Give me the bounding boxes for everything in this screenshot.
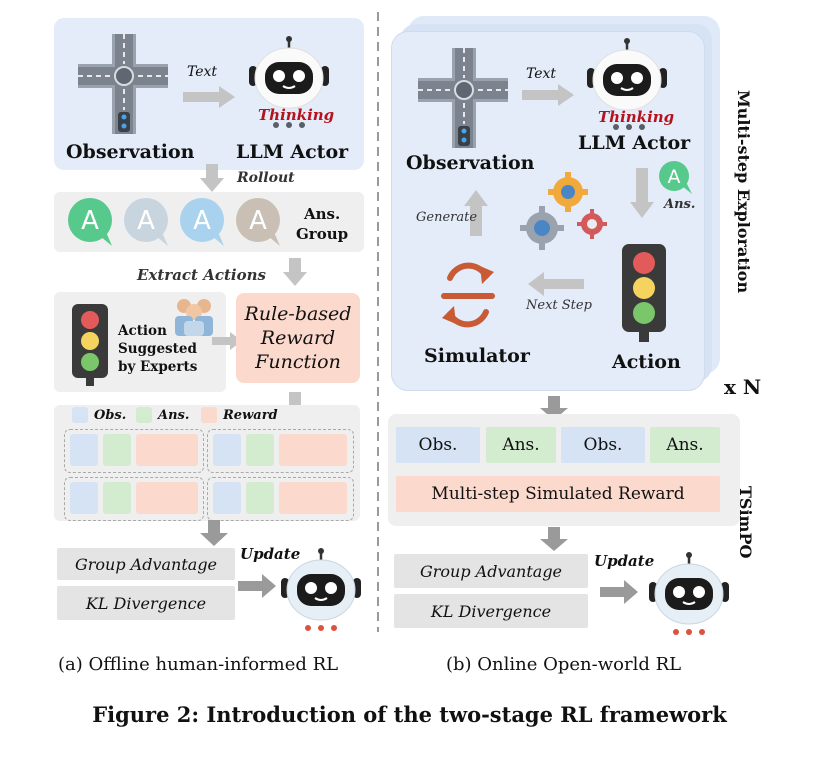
svg-text:A: A bbox=[81, 206, 99, 236]
right-traffic-light-icon bbox=[622, 244, 666, 342]
left-updated-robot-icon bbox=[281, 548, 361, 631]
legend-ans-label: Ans. bbox=[158, 408, 190, 423]
intersection-icon bbox=[78, 34, 168, 134]
panel-divider bbox=[377, 12, 379, 632]
sample-ans-chip bbox=[103, 434, 131, 466]
legend-reward-label: Reward bbox=[223, 408, 278, 423]
left-update-label: Update bbox=[240, 545, 301, 563]
sample-group-4 bbox=[207, 477, 354, 521]
right-text-label: Text bbox=[526, 66, 557, 82]
sample-obs-chip bbox=[70, 434, 98, 466]
sample-ans-chip bbox=[246, 482, 274, 514]
tsimpo-label: TSimPO bbox=[736, 486, 755, 559]
sample-group-2 bbox=[207, 429, 354, 473]
rule-based-reward-box: Rule-based Reward Function bbox=[236, 293, 360, 383]
legend-obs-label: Obs. bbox=[94, 408, 127, 423]
right-caption: (b) Online Open-world RL bbox=[446, 654, 682, 675]
buffer-down-arrow bbox=[200, 520, 228, 546]
right-update-label: Update bbox=[594, 552, 655, 570]
sample-reward-chip bbox=[279, 482, 347, 514]
extract-actions-label: Extract Actions bbox=[137, 266, 266, 284]
tsimpo-down-arrow bbox=[540, 527, 568, 551]
thinking-dots-icon bbox=[273, 122, 305, 128]
sample-obs-chip bbox=[70, 482, 98, 514]
action-label: Action bbox=[612, 351, 681, 373]
right-intersection-icon bbox=[418, 48, 508, 148]
actor-to-action-arrow bbox=[630, 168, 654, 218]
sequence-ans-1: Ans. bbox=[486, 427, 556, 463]
left-thinking-label: Thinking bbox=[258, 106, 335, 124]
sequence-ans-2: Ans. bbox=[650, 427, 720, 463]
answer-bubble-icons: A A A A bbox=[68, 198, 280, 246]
sample-ans-chip bbox=[103, 482, 131, 514]
experts-icon bbox=[175, 299, 213, 336]
answer-group-label: Ans. Group bbox=[296, 205, 349, 243]
sample-reward-chip bbox=[136, 434, 198, 466]
right-ans-label: Ans. bbox=[664, 197, 696, 212]
right-robot-icon bbox=[587, 38, 667, 111]
sample-obs-chip bbox=[213, 482, 241, 514]
multi-step-exploration-label: Multi-step Exploration bbox=[734, 90, 753, 294]
sample-ans-chip bbox=[246, 434, 274, 466]
sample-group-1 bbox=[64, 429, 204, 473]
right-answer-bubble-icon: A bbox=[659, 161, 692, 194]
next-step-arrow bbox=[528, 272, 584, 296]
sample-reward-chip bbox=[279, 434, 347, 466]
simulator-icon bbox=[441, 262, 495, 328]
svg-text:A: A bbox=[193, 206, 211, 236]
sequence-obs-1: Obs. bbox=[396, 427, 480, 463]
repeat-n-label: x N bbox=[724, 375, 762, 399]
legend-ans-swatch bbox=[136, 407, 152, 423]
sample-group-3 bbox=[64, 477, 204, 521]
expert-action-label: Action Suggested by Experts bbox=[118, 323, 198, 375]
figure-caption: Figure 2: Introduction of the two-stage … bbox=[92, 702, 727, 727]
right-thinking-dots-icon bbox=[613, 124, 645, 130]
left-group-advantage-box: Group Advantage bbox=[57, 548, 235, 580]
svg-text:A: A bbox=[137, 206, 155, 236]
right-thinking-label: Thinking bbox=[598, 108, 675, 126]
left-text-label: Text bbox=[187, 64, 218, 80]
left-observation-label: Observation bbox=[66, 141, 195, 163]
gears-icon bbox=[520, 172, 607, 250]
right-llm-actor-label: LLM Actor bbox=[578, 132, 691, 154]
sample-reward-chip bbox=[136, 482, 198, 514]
extract-actions-arrow bbox=[283, 258, 307, 286]
sample-obs-chip bbox=[213, 434, 241, 466]
rollout-arrow bbox=[200, 164, 224, 192]
left-traffic-light-icon bbox=[72, 304, 108, 386]
legend-reward-swatch bbox=[201, 407, 217, 423]
svg-text:A: A bbox=[668, 166, 681, 188]
right-observation-label: Observation bbox=[406, 152, 535, 174]
right-update-arrow bbox=[600, 580, 638, 604]
left-caption: (a) Offline human-informed RL bbox=[58, 654, 339, 675]
legend-obs-swatch bbox=[72, 407, 88, 423]
rollout-label: Rollout bbox=[237, 170, 295, 186]
right-text-arrow bbox=[522, 84, 574, 106]
generate-arrow bbox=[464, 190, 488, 236]
left-update-arrow bbox=[238, 574, 276, 598]
left-llm-actor-label: LLM Actor bbox=[236, 141, 349, 163]
generate-label: Generate bbox=[416, 210, 478, 225]
left-kl-divergence-box: KL Divergence bbox=[57, 586, 235, 620]
sequence-obs-2: Obs. bbox=[561, 427, 645, 463]
text-arrow bbox=[183, 86, 235, 108]
next-step-label: Next Step bbox=[526, 298, 592, 313]
right-updated-robot-icon bbox=[649, 552, 729, 635]
right-kl-divergence-box: KL Divergence bbox=[394, 594, 588, 628]
right-group-advantage-box: Group Advantage bbox=[394, 554, 588, 588]
simulator-label: Simulator bbox=[424, 345, 530, 367]
svg-text:A: A bbox=[249, 206, 267, 236]
robot-icon bbox=[249, 36, 329, 109]
multi-step-simulated-reward: Multi-step Simulated Reward bbox=[396, 476, 720, 512]
expert-to-reward-arrow bbox=[212, 332, 242, 350]
